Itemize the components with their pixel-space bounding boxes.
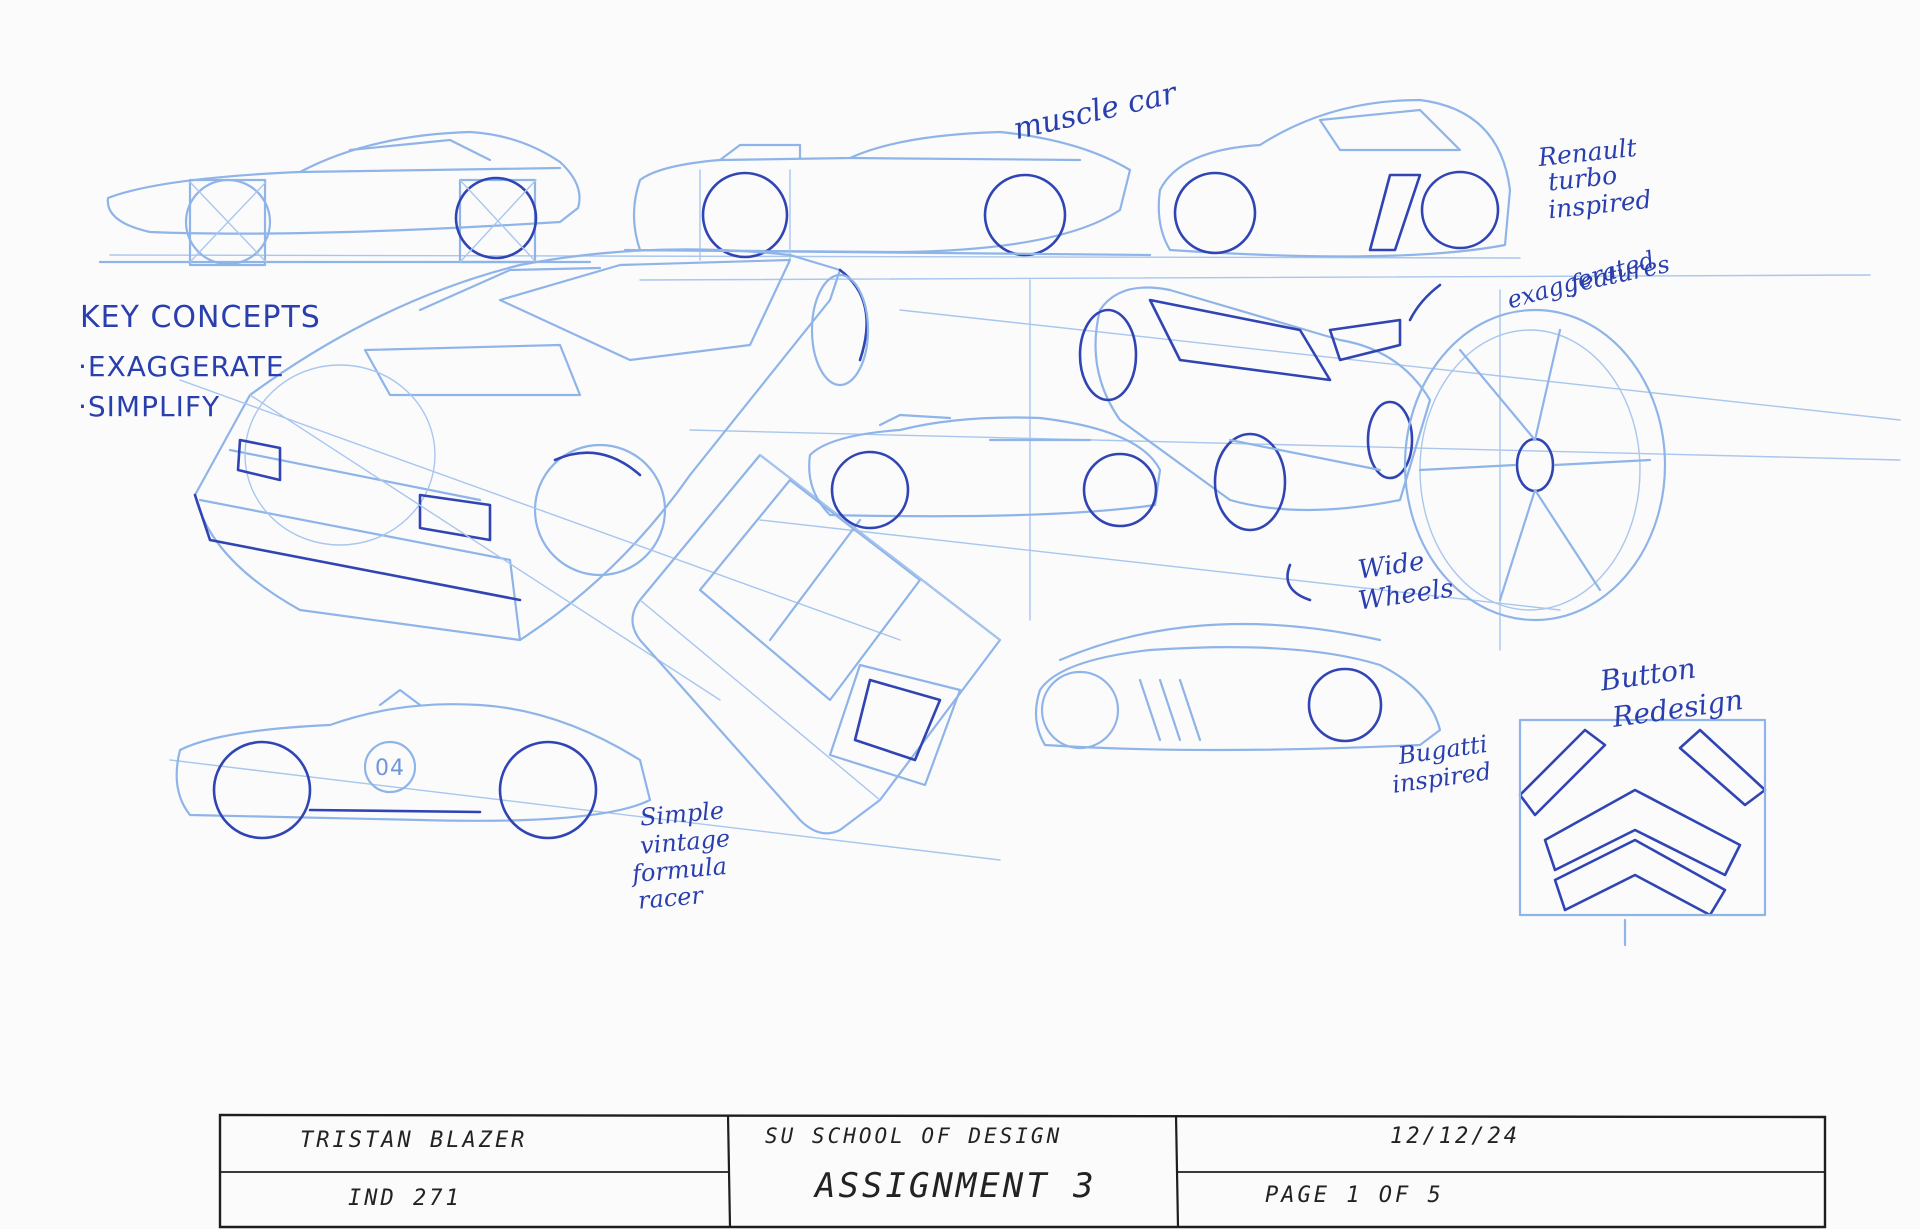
sketch-renault-hatch xyxy=(1157,98,1512,258)
car-number-label: 04 xyxy=(375,756,405,781)
note-simple-line4: racer xyxy=(636,881,704,915)
sketch-perspective-car xyxy=(179,248,901,701)
title-block-name: TRISTAN BLAZER xyxy=(300,1128,528,1153)
sketch-bugatti xyxy=(1034,622,1442,752)
sketch-button-redesign xyxy=(1518,718,1767,947)
sketch-exaggerated-car xyxy=(1078,286,1432,532)
note-key-concepts: KEY CONCEPTS xyxy=(80,300,321,335)
annotation-arrows xyxy=(1286,283,1442,602)
title-block-page: PAGE 1 OF 5 xyxy=(1265,1183,1444,1208)
title-block-assignment: ASSIGNMENT 3 xyxy=(815,1166,1097,1206)
sketch-top-view-car xyxy=(631,453,1002,835)
sketch-sports-car-side xyxy=(98,130,592,267)
sketch-vintage-racer xyxy=(175,688,652,840)
note-simplify: ·SIMPLIFY xyxy=(78,390,221,423)
title-block-school: SU SCHOOL OF DESIGN xyxy=(765,1124,1063,1148)
note-exaggerate: ·EXAGGERATE xyxy=(78,350,285,383)
sketch-muscle-car xyxy=(623,130,1152,261)
sketch-wheel xyxy=(1403,308,1667,622)
title-block-frame xyxy=(218,1113,1827,1229)
sketch-hotrod-side xyxy=(808,413,1162,530)
title-block-course: IND 271 xyxy=(348,1186,462,1211)
title-block-date: 12/12/24 xyxy=(1390,1124,1520,1149)
